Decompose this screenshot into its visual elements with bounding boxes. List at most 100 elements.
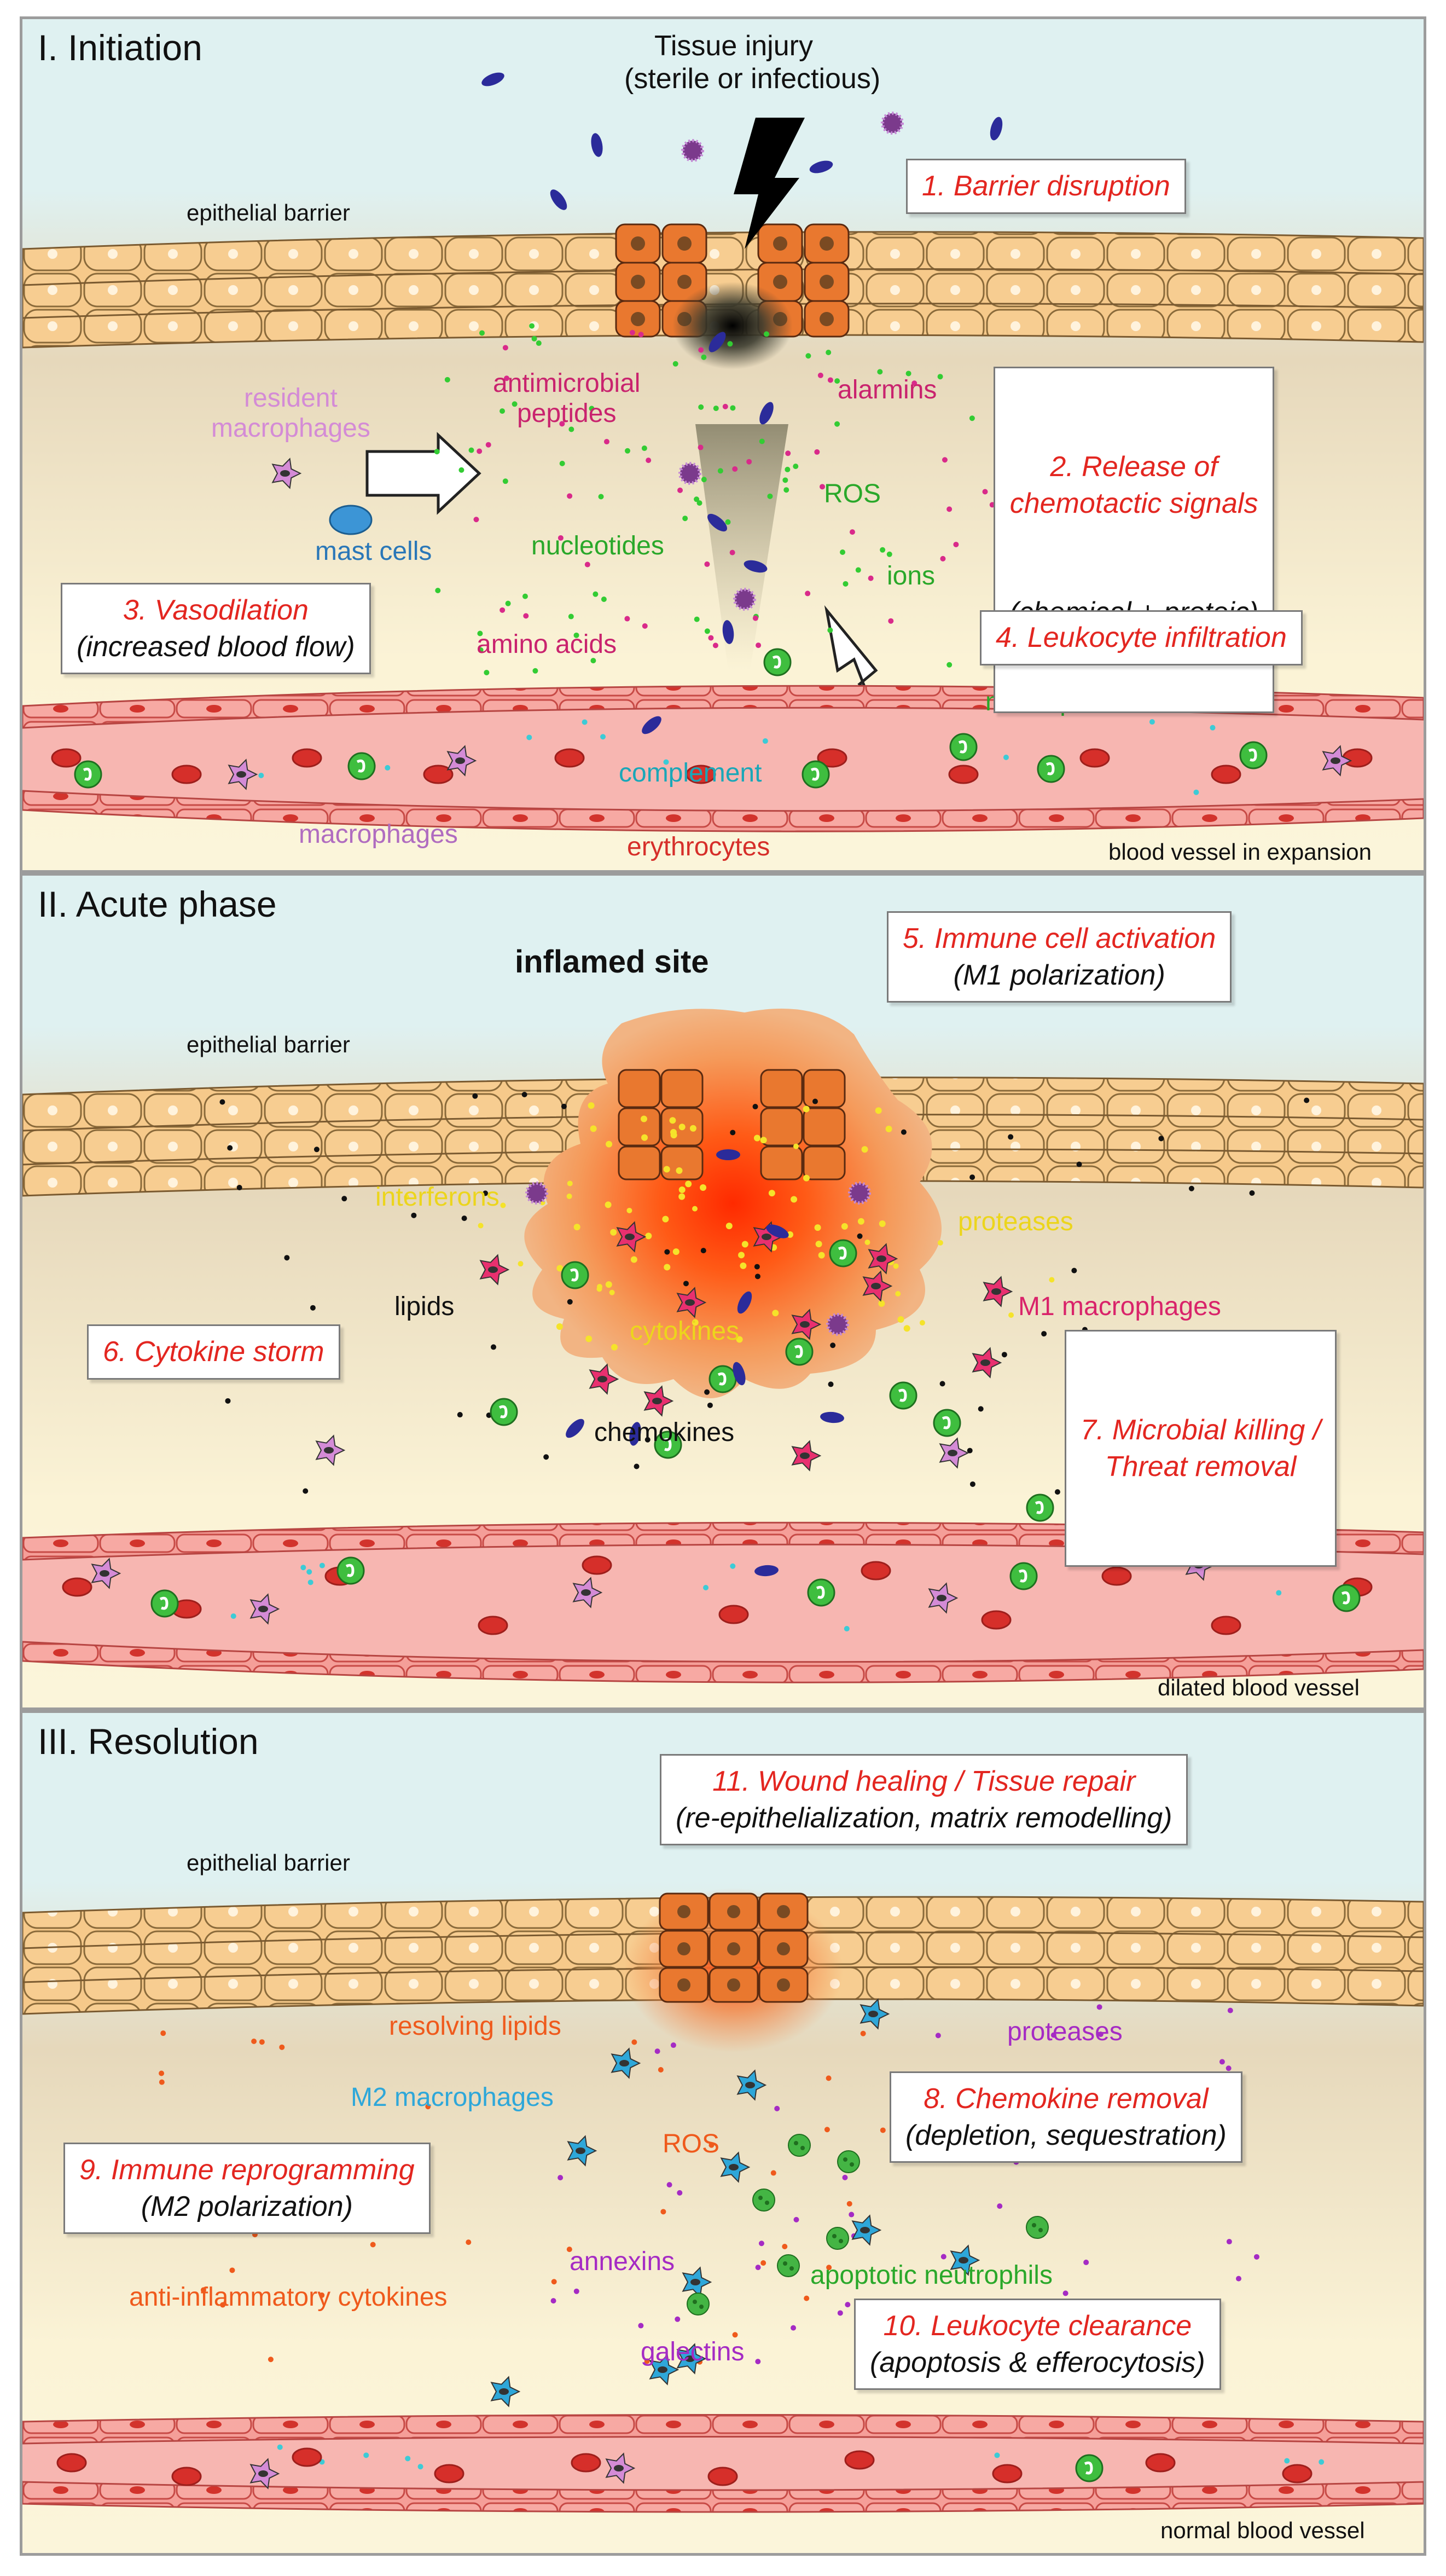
neutrophil-nucleus	[838, 1246, 847, 1260]
molecule-dot	[877, 369, 883, 375]
neutrophil	[561, 1261, 589, 1289]
molecule-dot	[785, 450, 791, 456]
step-11-subtitle: (re-epithelialization, matrix remodellin…	[676, 1802, 1172, 1834]
m2-macrophage-nucleus	[576, 2147, 585, 2154]
molecule-dot	[561, 1103, 567, 1109]
step-6-box: 6. Cytokine storm	[87, 1324, 340, 1380]
molecule-dot	[753, 1134, 760, 1142]
molecule-dot	[1001, 1352, 1007, 1358]
molecule-dot	[897, 1316, 904, 1323]
molecule-dot	[518, 1261, 524, 1267]
apoptotic-fragment	[765, 2201, 769, 2205]
vessel-label: blood vessel in expansion	[1108, 839, 1372, 865]
erythrocyte	[1211, 1616, 1241, 1635]
erythrocyte	[51, 748, 82, 768]
m2-macrophage-nucleus	[690, 2279, 700, 2285]
proteases-label: proteases	[958, 1207, 1073, 1236]
molecule-dot	[826, 2265, 832, 2271]
neutrophil-nucleus	[1248, 748, 1257, 762]
molecule-dot	[730, 405, 736, 411]
microbe	[722, 620, 734, 644]
molecule-dot	[370, 2242, 376, 2248]
molecule-dot	[861, 1146, 868, 1153]
molecule-dot	[642, 623, 648, 629]
microbe	[809, 160, 833, 173]
molecule-dot	[645, 1232, 652, 1240]
molecule-dot	[879, 1220, 886, 1227]
molecule-dot	[284, 1255, 290, 1261]
molecule-dot	[700, 1248, 706, 1254]
molecule-dot	[730, 1130, 736, 1136]
step-10-box: 10. Leukocyte clearance (apoptosis & eff…	[854, 2299, 1221, 2390]
molecule-dot	[624, 616, 630, 622]
erythrocyte	[478, 1616, 508, 1635]
microbe	[566, 1419, 584, 1438]
molecule-dot	[638, 2323, 644, 2329]
molecule-dot	[411, 1212, 417, 1218]
neutrophil	[709, 1365, 737, 1393]
molecule-dot	[559, 460, 565, 466]
microbe	[481, 72, 504, 86]
molecule-dot	[868, 575, 874, 581]
molecule-dot	[1236, 2276, 1242, 2282]
panel-acute-art	[22, 876, 1424, 1707]
molecule-dot	[755, 2359, 761, 2365]
molecule-dot	[654, 2048, 660, 2054]
molecule-dot	[818, 1252, 825, 1259]
molecule-dot	[857, 1218, 864, 1225]
macrophages-label: macrophages	[299, 820, 458, 849]
erythrocyte	[554, 748, 585, 768]
neutrophil	[802, 760, 830, 789]
molecule-dot	[676, 1167, 683, 1174]
apoptotic-fragment	[783, 2261, 787, 2266]
molecule-dot	[817, 372, 823, 378]
lipids-label: lipids	[394, 1292, 455, 1321]
molecule-dot	[526, 734, 532, 740]
molecule-dot	[478, 1223, 484, 1229]
neutrophil	[1239, 741, 1268, 769]
molecule-dot	[759, 438, 765, 444]
molecule-dot	[600, 734, 606, 740]
molecule-dot	[855, 567, 861, 573]
molecule-dot	[313, 1147, 320, 1153]
molecule-dot	[568, 613, 574, 620]
virus	[733, 588, 756, 611]
molecule-dot	[658, 2067, 664, 2073]
erythrocyte	[992, 2464, 1023, 2484]
molecule-dot	[741, 1241, 748, 1248]
molecule-dot	[672, 1248, 680, 1255]
molecule-dot	[814, 1224, 821, 1231]
molecule-dot	[722, 403, 728, 409]
molecule-dot	[1062, 2290, 1068, 2296]
molecule-dot	[834, 421, 840, 427]
molecule-dot	[736, 1336, 743, 1343]
molecule-dot	[746, 459, 752, 465]
molecule-dot	[160, 2030, 166, 2036]
molecule-dot	[805, 353, 811, 359]
molecule-dot	[698, 347, 704, 353]
molecule-dot	[677, 2190, 683, 2196]
microbe	[759, 402, 774, 425]
molecule-dot	[588, 1102, 595, 1109]
apoptotic-neutrophil	[687, 2293, 710, 2315]
molecule-dot	[523, 613, 529, 619]
molecule-dot	[827, 377, 833, 383]
molecule-dot	[478, 647, 484, 653]
erythrocyte	[171, 765, 202, 784]
annexins-label: annexins	[570, 2247, 675, 2276]
molecule-dot	[536, 340, 542, 346]
molecule-dot	[732, 466, 738, 472]
step-5-box: 5. Immune cell activation (M1 polarizati…	[887, 911, 1232, 1003]
molecule-dot	[849, 2212, 855, 2218]
neutrophil	[1026, 1493, 1054, 1522]
molecule-dot	[1276, 1590, 1282, 1596]
erythrocyte	[1101, 1566, 1132, 1586]
molecule-dot	[1304, 1097, 1310, 1103]
molecule-dot	[225, 1398, 231, 1404]
molecule-dot	[468, 447, 474, 453]
step-9-box: 9. Immune reprogramming (M2 polarization…	[63, 2143, 431, 2235]
molecule-dot	[937, 374, 943, 380]
microbe	[550, 189, 567, 210]
molecule-dot	[828, 1381, 834, 1387]
molecule-dot	[589, 406, 595, 412]
